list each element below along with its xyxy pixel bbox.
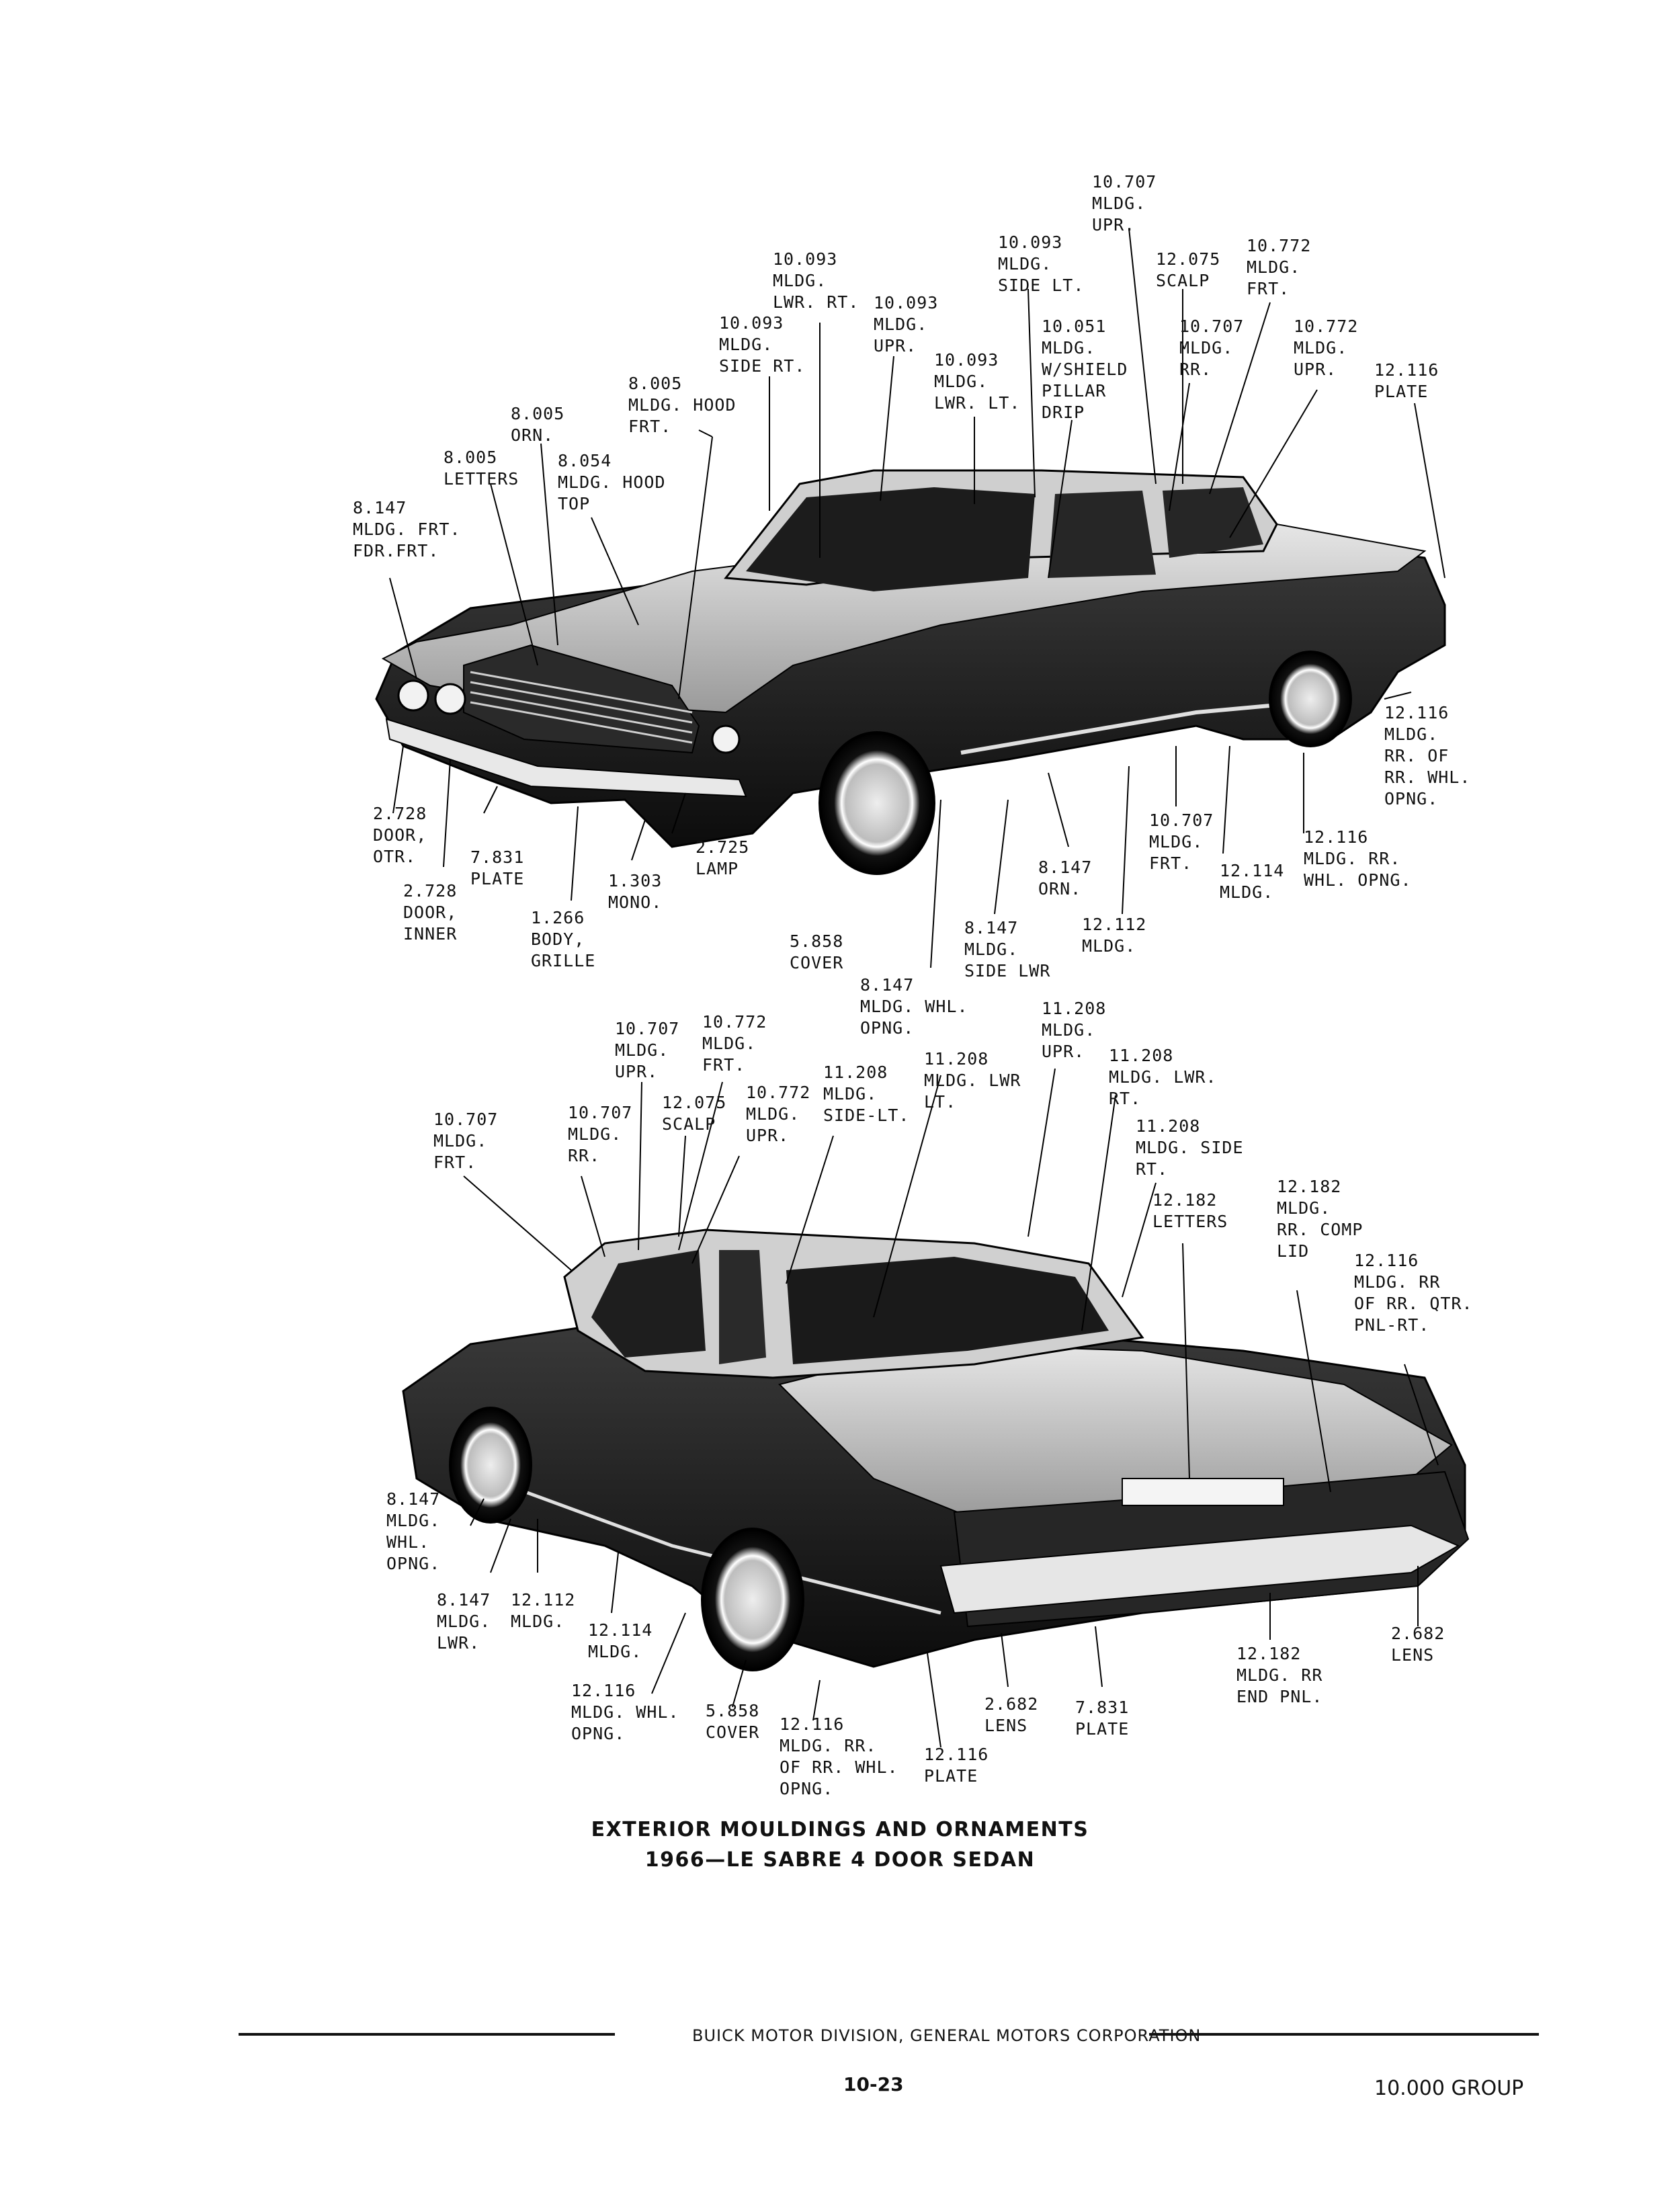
callout-label: 12.116 MLDG. RR. OF RR. WHL. OPNG. [1384, 703, 1471, 808]
callout-label: 10.093 MLDG. UPR. [874, 293, 939, 356]
callout-label: 10.093 MLDG. SIDE RT. [719, 313, 806, 376]
callout-label: 11.208 MLDG. UPR. [1042, 999, 1107, 1061]
callout-label: 2.725 LAMP [696, 837, 750, 878]
footer-division: BUICK MOTOR DIVISION, GENERAL MOTORS COR… [692, 2026, 1202, 2045]
callout-label: 10.093 MLDG. SIDE LT. [998, 233, 1085, 295]
callout-label: 5.858 COVER [706, 1701, 760, 1742]
callout-label: 10.093 MLDG. LWR. LT. [934, 350, 1021, 413]
callout-label: 7.831 PLATE [470, 847, 525, 888]
callout-label: 12.116 MLDG. RR. OF RR. WHL. OPNG. [780, 1714, 898, 1798]
callout-label: 10.707 MLDG. UPR. [615, 1019, 680, 1081]
callout-label: 12.116 PLATE [1374, 360, 1439, 401]
callout-label: 10.093 MLDG. LWR. RT. [773, 249, 859, 312]
callout-label: 11.208 MLDG. LWR. RT. [1109, 1046, 1217, 1108]
callout-label: 12.116 PLATE [924, 1745, 989, 1786]
callout-label: 10.707 MLDG. UPR. [1092, 172, 1157, 235]
callout-label: 12.182 LETTERS [1152, 1190, 1228, 1231]
footer-rule-left [239, 2033, 615, 2036]
callout-label: 12.114 MLDG. [588, 1620, 653, 1661]
upper-car-illustration [375, 469, 1446, 875]
callout-label: 10.707 MLDG. FRT. [1149, 810, 1214, 873]
callout-label: 12.116 MLDG. RR OF RR. QTR. PNL-RT. [1354, 1251, 1473, 1335]
callout-label: 11.208 MLDG. SIDE-LT. [823, 1063, 910, 1125]
callout-label: 10.051 MLDG. W/SHIELD PILLAR DRIP [1042, 317, 1128, 422]
lower-car-illustration [402, 1229, 1470, 1671]
callout-label: 5.858 COVER [790, 931, 844, 972]
callout-label: 10.707 MLDG. RR. [568, 1103, 633, 1165]
callout-label: 12.112 MLDG. [511, 1590, 576, 1631]
lower-leader-lines [463, 1068, 1439, 1748]
callout-label: 12.114 MLDG. [1220, 861, 1285, 902]
callout-label: 1.266 BODY, GRILLE [531, 908, 596, 970]
callout-label: 8.147 MLDG. SIDE LWR [964, 918, 1051, 981]
callout-label: 2.728 DOOR, OTR. [373, 804, 427, 866]
callout-label: 10.772 MLDG. FRT. [1247, 236, 1312, 298]
callout-label: 8.005 ORN. [511, 404, 565, 445]
callout-label: 2.728 DOOR, INNER [403, 881, 458, 944]
callout-label: 2.682 LENS [984, 1694, 1039, 1735]
callout-label: 12.182 MLDG. RR END PNL. [1236, 1644, 1323, 1706]
callout-label: 7.831 PLATE [1075, 1698, 1130, 1739]
figure-caption-line2: 1966—LE SABRE 4 DOOR SEDAN [644, 1848, 1036, 1872]
callout-label: 8.147 MLDG. FRT. FDR.FRT. [353, 498, 461, 560]
callout-label: 11.208 MLDG. SIDE RT. [1136, 1116, 1244, 1179]
callout-label: 8.147 MLDG. WHL. OPNG. [386, 1489, 441, 1573]
footer-rule-right [1149, 2033, 1539, 2036]
callout-label: 10.707 MLDG. FRT. [433, 1110, 499, 1172]
callout-label: 10.772 MLDG. FRT. [702, 1012, 767, 1075]
callout-label: 8.147 ORN. [1038, 858, 1093, 899]
page-number: 10-23 [843, 2073, 904, 2095]
callout-label: 10.772 MLDG. UPR. [1294, 317, 1359, 379]
callout-label: 1.303 MONO. [608, 871, 663, 912]
figure-caption-line1: EXTERIOR MOULDINGS AND ORNAMENTS [591, 1818, 1089, 1841]
callout-label: 12.116 MLDG. RR. WHL. OPNG. [1304, 827, 1412, 890]
callout-label: 12.116 MLDG. WHL. OPNG. [571, 1681, 679, 1743]
callout-label: 12.182 MLDG. RR. COMP LID [1277, 1177, 1363, 1261]
callout-label: 10.707 MLDG. RR. [1179, 317, 1245, 379]
callout-label: 8.005 LETTERS [444, 448, 519, 489]
callout-label: 8.054 MLDG. HOOD TOP [558, 451, 666, 513]
callout-label: 12.075 SCALP [662, 1093, 727, 1134]
callout-label: 8.147 MLDG. WHL. OPNG. [860, 975, 968, 1038]
callout-label: 12.075 SCALP [1156, 249, 1221, 290]
group-label: 10.000 GROUP [1374, 2077, 1524, 2100]
callout-label: 11.208 MLDG. LWR LT. [924, 1049, 1021, 1112]
callout-label: 10.772 MLDG. UPR. [746, 1083, 811, 1145]
callout-label: 8.005 MLDG. HOOD FRT. [628, 374, 737, 436]
upper-leader-lines [389, 228, 1445, 968]
callout-label: 12.112 MLDG. [1082, 915, 1147, 956]
callout-label: 2.682 LENS [1391, 1624, 1445, 1665]
callout-label: 8.147 MLDG. LWR. [437, 1590, 491, 1653]
